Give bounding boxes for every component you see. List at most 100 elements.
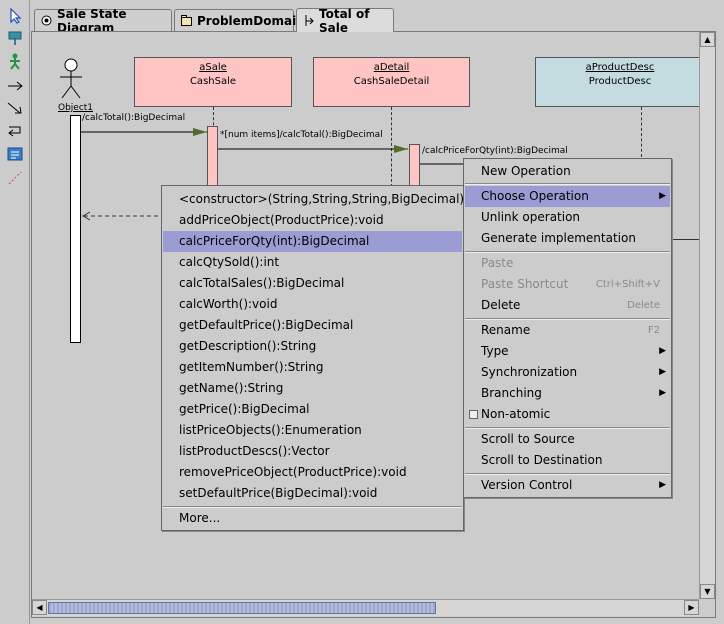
actor-activation-bar[interactable] (70, 115, 81, 343)
scroll-down-icon[interactable]: ▼ (700, 584, 715, 599)
item-label: Branching (481, 386, 542, 400)
menu-separator (465, 251, 670, 253)
operation-item[interactable]: getPrice():BigDecimal (179, 402, 310, 416)
choose-operation-item[interactable]: Choose Operation ▶ (465, 186, 670, 207)
item-label: Unlink operation (481, 210, 581, 224)
menu-separator (465, 183, 670, 185)
operation-item[interactable]: addPriceObject(ProductPrice):void (179, 213, 384, 227)
object-adetail[interactable]: aDetail CashSaleDetail (313, 57, 470, 107)
actor-icon[interactable] (5, 52, 25, 72)
item-label: Scroll to Source (481, 432, 575, 446)
object-asale[interactable]: aSale CashSale (134, 57, 292, 107)
branching-item[interactable]: Branching ▶ (465, 383, 670, 404)
item-label: Scroll to Destination (481, 453, 603, 467)
message-label: /calcTotal():BigDecimal (82, 113, 186, 123)
item-label: Synchronization (481, 365, 578, 379)
self-message-icon[interactable] (5, 120, 25, 140)
object-type: CashSaleDetail (353, 76, 430, 87)
menu-separator (163, 506, 462, 508)
operation-item[interactable]: calcTotalSales():BigDecimal (179, 276, 345, 290)
operation-item[interactable]: listPriceObjects():Enumeration (179, 423, 362, 437)
new-operation-item[interactable]: New Operation (465, 161, 670, 182)
item-label: Version Control (481, 478, 573, 492)
non-atomic-item[interactable]: Non-atomic (465, 404, 670, 425)
lifeline-adetail (391, 107, 392, 187)
tab-sale-state-diagram[interactable]: Sale State Diagram (34, 7, 172, 35)
submenu-arrow-icon: ▶ (659, 388, 666, 398)
version-control-item[interactable]: Version Control ▶ (465, 475, 670, 496)
operation-item[interactable]: getName():String (179, 381, 284, 395)
operation-item[interactable]: setDefaultPrice(BigDecimal):void (179, 486, 378, 500)
submenu-arrow-icon: ▶ (659, 480, 666, 490)
item-label: Choose Operation (481, 189, 589, 203)
message-label: /calcPriceForQty(int):BigDecimal (422, 146, 568, 156)
shortcut-key: Delete (627, 300, 660, 311)
sequence-diagram-icon (303, 15, 314, 26)
operation-item[interactable]: <constructor>(String,String,String,BigDe… (179, 192, 465, 206)
state-diagram-icon (41, 15, 52, 26)
menu-separator (465, 473, 670, 475)
shortcut-key: F2 (647, 325, 660, 336)
unlink-operation-item[interactable]: Unlink operation (465, 207, 670, 228)
object-type: ProductDesc (588, 76, 652, 87)
operation-item[interactable]: getDescription():String (179, 339, 317, 353)
more-operations-item[interactable]: More... (179, 511, 221, 525)
generate-implementation-item[interactable]: Generate implementation (465, 228, 670, 249)
operation-item[interactable]: removePriceObject(ProductPrice):void (179, 465, 407, 479)
select-arrow-icon[interactable] (5, 6, 25, 26)
item-label: Delete (481, 298, 521, 312)
operation-item[interactable]: calcWorth():void (179, 297, 278, 311)
paste-shortcut-item[interactable]: Paste Shortcut Ctrl+Shift+V (465, 274, 670, 295)
tab-label: Total of Sale (319, 6, 370, 35)
type-item[interactable]: Type ▶ (465, 341, 670, 362)
item-label: Paste (481, 256, 514, 270)
scroll-to-source-item[interactable]: Scroll to Source (465, 429, 670, 450)
scroll-to-destination-item[interactable]: Scroll to Destination (465, 450, 670, 471)
synchronization-item[interactable]: Synchronization ▶ (465, 362, 670, 383)
operation-item[interactable]: getDefaultPrice():BigDecimal (179, 318, 354, 332)
link-icon[interactable] (5, 168, 25, 188)
tab-total-of-sale[interactable]: Total of Sale (296, 6, 394, 35)
submenu-arrow-icon: ▶ (659, 191, 666, 201)
horizontal-scrollbar[interactable]: ◀ ▶ (32, 599, 699, 616)
vertical-scrollbar[interactable]: ▲ ▼ (699, 32, 715, 599)
message-arrow-calctotal-loop[interactable] (218, 142, 410, 156)
message-arrow-icon[interactable] (5, 76, 25, 96)
checkbox-icon[interactable] (469, 410, 478, 419)
scroll-right-icon[interactable]: ▶ (684, 600, 699, 615)
menu-separator (465, 318, 670, 320)
operation-item[interactable]: calcQtySold():int (179, 255, 280, 269)
horizontal-scroll-thumb[interactable] (48, 602, 436, 614)
submenu-arrow-icon: ▶ (659, 367, 666, 377)
tool-palette (0, 0, 30, 624)
operation-item-selected[interactable]: calcPriceForQty(int):BigDecimal (163, 231, 462, 252)
delete-item[interactable]: Delete Delete (465, 295, 670, 316)
actor-figure-icon[interactable] (58, 58, 84, 103)
tab-label: ProblemDomain (197, 13, 305, 28)
submenu-arrow-icon: ▶ (659, 346, 666, 356)
item-label: Generate implementation (481, 231, 636, 245)
message-arrow-calctotal[interactable] (81, 125, 209, 139)
object-aproductdesc[interactable]: aProductDesc ProductDesc (535, 57, 699, 107)
choose-operation-submenu: <constructor>(String,String,String,BigDe… (161, 185, 464, 531)
scroll-left-icon[interactable]: ◀ (32, 600, 47, 615)
item-label: Paste Shortcut (481, 277, 569, 291)
note-icon[interactable] (5, 28, 25, 48)
return-message-arrow[interactable] (80, 210, 164, 224)
object-name: aDetail (373, 62, 410, 73)
activation-adetail[interactable] (409, 144, 420, 191)
paste-item[interactable]: Paste (465, 253, 670, 274)
operation-item[interactable]: getItemNumber():String (179, 360, 324, 374)
tab-problem-domain[interactable]: ProblemDomain (174, 9, 305, 31)
return-message-icon[interactable] (5, 98, 25, 118)
actor-label: Object1 (58, 103, 94, 113)
item-label: Non-atomic (481, 407, 551, 421)
text-icon[interactable] (5, 144, 25, 164)
operation-item[interactable]: listProductDescs():Vector (179, 444, 330, 458)
item-label: New Operation (481, 164, 571, 178)
context-menu: New Operation Choose Operation ▶ Unlink … (463, 158, 672, 498)
item-label: Rename (481, 323, 531, 337)
message-label: *[num items]/calcTotal():BigDecimal (220, 130, 383, 140)
scroll-up-icon[interactable]: ▲ (700, 32, 715, 47)
rename-item[interactable]: Rename F2 (465, 320, 670, 341)
